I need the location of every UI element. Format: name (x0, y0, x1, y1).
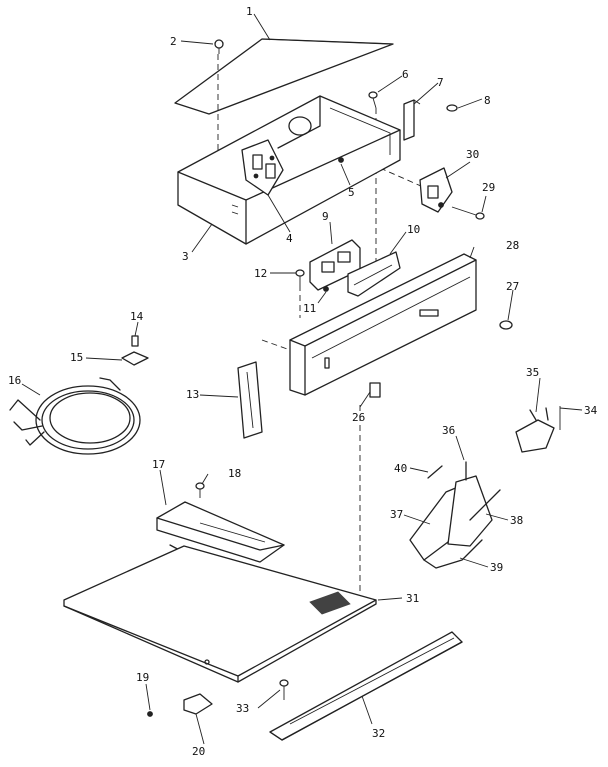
callout-16: 16 (8, 374, 21, 387)
screw-part-2 (214, 39, 224, 54)
callout-2: 2 (170, 35, 177, 48)
terminal-block (515, 406, 561, 453)
callout-35: 35 (526, 366, 539, 379)
control-panel-backguard (289, 253, 477, 396)
rotary-switch (419, 167, 453, 213)
callout-6: 6 (402, 68, 409, 81)
trim-piece (237, 361, 263, 439)
base-panel (63, 545, 377, 683)
callout-34: 34 (584, 404, 598, 417)
power-cord (9, 377, 141, 455)
valve-bracket-assembly (409, 461, 501, 569)
callout-26: 26 (352, 411, 365, 424)
callout-14: 14 (130, 310, 144, 323)
top-cover-panel (174, 38, 394, 115)
callout-37: 37 (390, 508, 403, 521)
clip-part-11 (323, 286, 329, 292)
callout-30: 30 (466, 148, 479, 161)
callout-7: 7 (437, 76, 444, 89)
callout-27: 27 (506, 280, 519, 293)
screw-part-12 (295, 269, 305, 285)
switch-board (347, 251, 401, 297)
bracket-part-26 (369, 382, 381, 398)
foot-bracket (183, 693, 213, 715)
front-channel (269, 631, 463, 741)
knob-part-27 (499, 320, 513, 330)
strain-relief-plate (121, 351, 149, 366)
callout-9: 9 (322, 210, 329, 223)
screw-part-8 (446, 104, 458, 112)
callout-8: 8 (484, 94, 491, 107)
callout-29: 29 (482, 181, 495, 194)
callout-33: 33 (236, 702, 249, 715)
screw-part-19 (147, 711, 153, 717)
screw-part-33 (279, 679, 289, 700)
screw-part-14 (131, 335, 139, 347)
callout-20: 20 (192, 745, 205, 758)
callout-3: 3 (182, 250, 189, 263)
callout-38: 38 (510, 514, 523, 527)
callout-11: 11 (303, 302, 316, 315)
callout-13: 13 (186, 388, 199, 401)
callout-18: 18 (228, 467, 241, 480)
callout-15: 15 (70, 351, 83, 364)
callout-36: 36 (442, 424, 455, 437)
screw-part-29 (451, 206, 485, 220)
callout-10: 10 (407, 223, 420, 236)
callout-labels: 1 2 3 4 5 6 7 8 9 10 11 12 13 14 15 16 1… (8, 5, 598, 758)
callout-19: 19 (136, 671, 149, 684)
screw-part-6 (368, 91, 378, 109)
callout-40: 40 (394, 462, 407, 475)
callout-17: 17 (152, 458, 165, 471)
callout-12: 12 (254, 267, 267, 280)
callout-39: 39 (490, 561, 503, 574)
control-housing-box (177, 95, 401, 245)
leader-lines (21, 13, 583, 745)
screw-part-5 (338, 157, 344, 163)
bracket-part-7 (403, 99, 421, 141)
callout-5: 5 (348, 186, 355, 199)
callout-32: 32 (372, 727, 385, 740)
callout-28: 28 (506, 239, 519, 252)
callout-31: 31 (406, 592, 419, 605)
callout-4: 4 (286, 232, 293, 245)
callout-1: 1 (246, 5, 253, 18)
pin-part-40 (427, 465, 443, 479)
screw-part-18 (195, 482, 205, 498)
switch-bracket (241, 139, 284, 196)
